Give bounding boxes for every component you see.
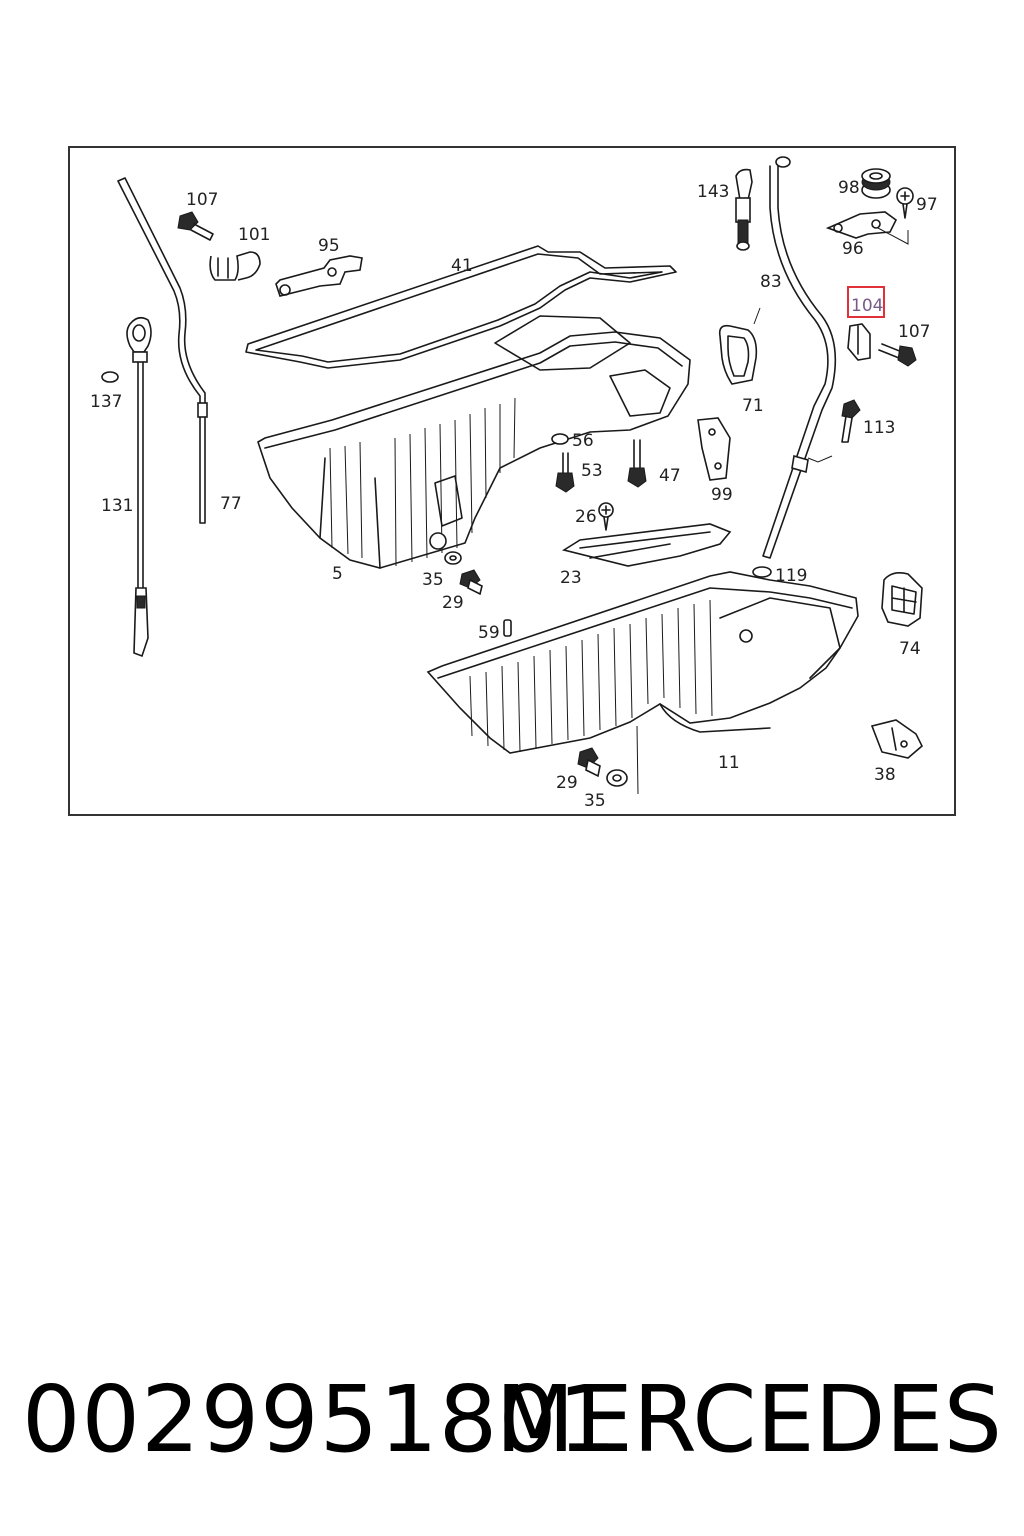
clamp-101 xyxy=(209,251,261,281)
callout-35-lower: 35 xyxy=(584,791,606,811)
callout-labels: 107 101 95 41 143 98 97 96 83 104 107 13… xyxy=(90,178,938,811)
bracket-95 xyxy=(275,255,363,297)
dipstick-guide-tube-right xyxy=(762,156,837,559)
callout-74: 74 xyxy=(899,639,921,659)
bracket-96 xyxy=(825,211,909,245)
upper-oil-pan-5 xyxy=(257,315,691,569)
cover-74 xyxy=(881,572,923,627)
sealing-ring-35-upper xyxy=(444,551,462,565)
callout-96: 96 xyxy=(842,239,864,259)
callout-119: 119 xyxy=(775,566,807,586)
callout-143: 143 xyxy=(697,182,729,202)
washer-56 xyxy=(551,433,569,445)
callout-113: 113 xyxy=(863,418,895,438)
oil-pan-gasket-41 xyxy=(245,245,677,369)
callout-95: 95 xyxy=(318,236,340,256)
callout-71: 71 xyxy=(742,396,764,416)
callout-41: 41 xyxy=(451,256,473,276)
callout-53: 53 xyxy=(581,461,603,481)
o-ring-137 xyxy=(101,371,119,383)
callout-77: 77 xyxy=(220,494,242,514)
callout-47: 47 xyxy=(659,466,681,486)
bolt-47 xyxy=(627,439,647,488)
drain-plug-29-upper xyxy=(459,569,483,596)
screw-26 xyxy=(598,502,614,531)
callout-59: 59 xyxy=(478,623,500,643)
callout-29-upper: 29 xyxy=(442,593,464,613)
callout-104-highlighted: 104 xyxy=(851,296,883,316)
callout-5: 5 xyxy=(332,564,343,584)
callout-23: 23 xyxy=(560,568,582,588)
clip-104 xyxy=(847,323,871,361)
seal-71 xyxy=(718,324,758,385)
callout-131: 131 xyxy=(101,496,133,516)
parts-diagram: 107 101 95 41 143 98 97 96 83 104 107 13… xyxy=(68,146,956,816)
callout-35-upper: 35 xyxy=(422,570,444,590)
callout-83: 83 xyxy=(760,272,782,292)
bolt-107-right xyxy=(878,343,917,367)
highlight-box-104 xyxy=(847,286,885,318)
callout-107-top: 107 xyxy=(186,190,218,210)
sealing-ring-35-lower xyxy=(606,769,628,787)
bracket-38 xyxy=(870,719,923,759)
bolt-113 xyxy=(841,399,861,443)
baffle-plate-23 xyxy=(561,523,732,567)
callout-29-lower: 29 xyxy=(556,773,578,793)
bolt-107-top-left xyxy=(177,211,214,241)
callout-38: 38 xyxy=(874,765,896,785)
callout-101: 101 xyxy=(238,225,270,245)
exploded-view-drawing: 107 101 95 41 143 98 97 96 83 104 107 13… xyxy=(90,156,938,811)
callout-107-right: 107 xyxy=(898,322,930,342)
part-number: 0029951801 xyxy=(22,1366,618,1473)
dipstick-131 xyxy=(126,316,152,658)
oil-level-sensor-143 xyxy=(735,168,753,251)
grommet-98 xyxy=(861,168,891,199)
bracket-99 xyxy=(697,417,731,481)
bolt-53 xyxy=(555,452,575,493)
screw-97 xyxy=(896,187,914,219)
dipstick-guide-tube-left xyxy=(117,177,208,524)
lower-oil-pan-11 xyxy=(426,571,859,795)
callout-97: 97 xyxy=(916,195,938,215)
callout-26: 26 xyxy=(575,507,597,527)
product-footer: 0029951801 MERCEDES xyxy=(0,1360,1024,1480)
callout-98: 98 xyxy=(838,178,860,198)
callout-99: 99 xyxy=(711,485,733,505)
callout-137: 137 xyxy=(90,392,122,412)
pin-59 xyxy=(503,619,512,637)
leader-lines xyxy=(753,307,833,463)
drain-plug-29-lower xyxy=(577,747,601,778)
o-ring-119 xyxy=(752,566,772,578)
callout-11: 11 xyxy=(718,753,740,773)
brand-name: MERCEDES xyxy=(495,1366,1002,1473)
callout-56: 56 xyxy=(572,431,594,451)
